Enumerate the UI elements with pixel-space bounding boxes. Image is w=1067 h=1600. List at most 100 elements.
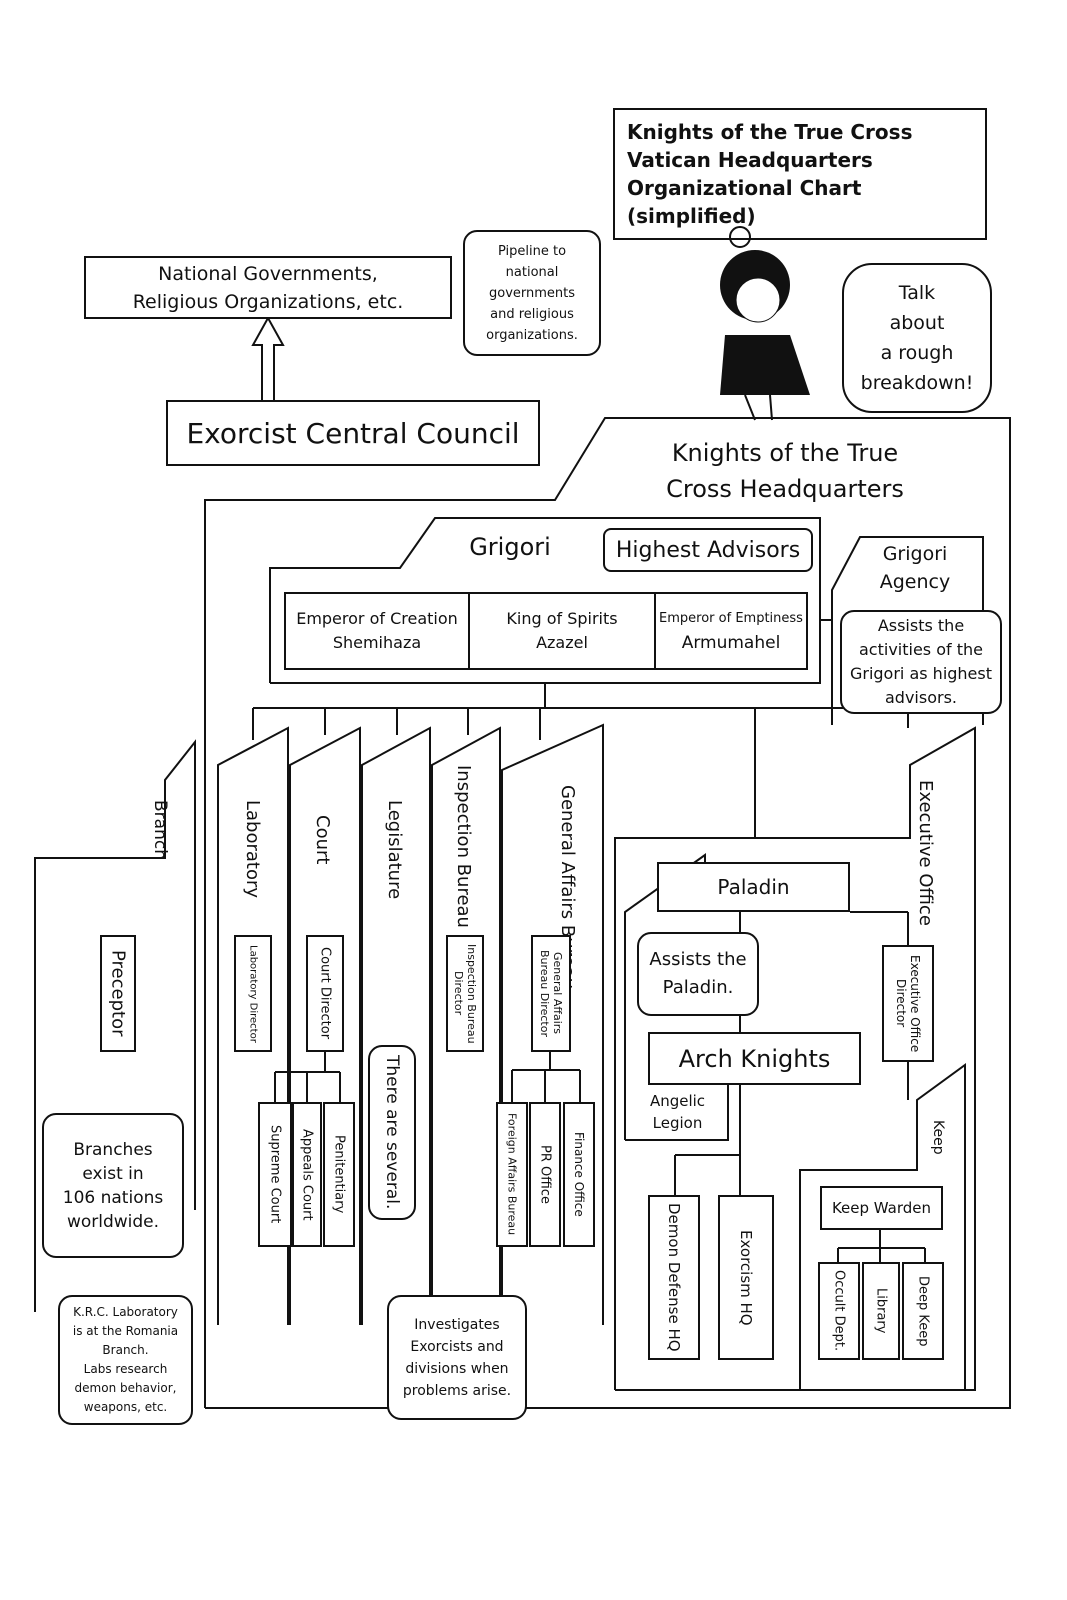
pr-office-box: PR Office [529, 1102, 561, 1247]
keep-label: Keep [930, 1120, 946, 1155]
director-label: Court Director [317, 947, 333, 1040]
central-council-label: Exorcist Central Council [186, 416, 520, 450]
sub-label: PR Office [537, 1145, 553, 1204]
supreme-court-box: Supreme Court [258, 1102, 292, 1247]
bubble-text: is at the Romania [72, 1324, 179, 1338]
hq-label-line: Knights of the True [671, 439, 899, 467]
bubble-text: Branches [73, 1139, 153, 1160]
sub-label: Appeals Court [299, 1128, 315, 1221]
grigori-agency-title: Grigori Agency [860, 540, 970, 596]
bubble-text: about [889, 312, 945, 334]
chart-title-box: Knights of the True Cross Vatican Headqu… [613, 108, 987, 240]
grigori-agency-bubble: Assists the activities of the Grigori as… [840, 610, 1002, 714]
bubble-text: breakdown! [860, 372, 974, 394]
hq-label: Knights of the True Cross Headquarters [650, 435, 920, 507]
bubble-text: organizations. [486, 327, 578, 343]
branch-bubble: Branches exist in 106 nations worldwide. [42, 1113, 184, 1258]
keep-warden-label: Keep Warden [831, 1199, 932, 1217]
chart-title-line: Organizational Chart (simplified) [627, 176, 862, 228]
agency-title-line: Grigori [882, 543, 948, 565]
mephisto-character-illustration [710, 225, 820, 425]
executive-office-director-box: Executive Office Director [882, 945, 934, 1062]
chart-title-line: Vatican Headquarters [627, 148, 873, 172]
executive-office-label: Executive Office [915, 780, 936, 926]
demon-defense-hq-box: Demon Defense HQ [648, 1195, 700, 1360]
highest-advisors-tag: Highest Advisors [603, 528, 813, 572]
bubble-text: Labs research [83, 1362, 168, 1376]
national-governments-label: National Governments, [158, 262, 378, 285]
director-label: Executive Office Director [894, 954, 922, 1053]
member-name: Armumahel [681, 633, 781, 653]
national-governments-box: National Governments, Religious Organiza… [84, 256, 452, 319]
preceptor-label: Preceptor [107, 950, 129, 1037]
paladin-box: Paladin [657, 862, 850, 912]
exorcism-hq-box: Exorcism HQ [718, 1195, 774, 1360]
penitentiary-box: Penitentiary [323, 1102, 355, 1247]
bubble-text: There are several. [382, 1055, 402, 1210]
occult-dept-box: Occult Dept. [818, 1262, 860, 1360]
sub-label: Supreme Court [267, 1125, 283, 1224]
member-name: Shemihaza [332, 633, 422, 652]
arch-knights-label: Arch Knights [678, 1044, 831, 1073]
grigori-member-shemihaza: Emperor of Creation Shemihaza [284, 592, 470, 670]
laboratory-note-bubble: K.R.C. Laboratory is at the Romania Bran… [58, 1295, 193, 1425]
sub-label: Foreign Affairs Bureau [505, 1113, 519, 1236]
angelic-legion-line: Angelic [649, 1092, 706, 1110]
grigori-member-armumahel: Emperor of Emptiness Armumahel [654, 592, 808, 670]
bubble-text: advisors. [885, 688, 957, 707]
inspection-note-bubble: Investigates Exorcists and divisions whe… [387, 1295, 527, 1420]
arch-knights-box: Arch Knights [648, 1032, 861, 1085]
angelic-legion-line: Legion [652, 1114, 703, 1132]
deep-keep-box: Deep Keep [902, 1262, 944, 1360]
hq-label-line: Cross Headquarters [666, 475, 904, 503]
sub-label: Occult Dept. [831, 1270, 847, 1352]
branch-label: Branch [150, 800, 170, 860]
bubble-text: exist in [82, 1163, 144, 1184]
laboratory-label: Laboratory [242, 800, 263, 899]
paladin-label: Paladin [717, 875, 790, 899]
general-affairs-director-box: General Affairs Bureau Director [531, 935, 571, 1052]
finance-office-box: Finance Office [563, 1102, 595, 1247]
director-label: General Affairs Bureau Director [538, 950, 564, 1037]
director-label: Inspection Bureau Director [452, 943, 478, 1044]
bubble-text: governments [488, 285, 576, 301]
bubble-text: Assists the [877, 616, 965, 635]
court-director-box: Court Director [306, 935, 344, 1052]
highest-advisors-label: Highest Advisors [615, 537, 801, 563]
bubble-text: a rough [880, 342, 954, 364]
appeals-court-box: Appeals Court [292, 1102, 322, 1247]
sub-label: Demon Defense HQ [665, 1203, 683, 1352]
member-title: King of Spirits [506, 609, 618, 628]
keep-warden-box: Keep Warden [820, 1186, 943, 1230]
preceptor-box: Preceptor [100, 935, 136, 1052]
grigori-member-azazel: King of Spirits Azazel [468, 592, 656, 670]
bubble-text: Exorcists and [410, 1338, 504, 1355]
bubble-text: demon behavior, [74, 1381, 177, 1395]
library-box: Library [862, 1262, 900, 1360]
member-title: Emperor of Emptiness [659, 611, 803, 626]
inspection-bureau-label: Inspection Bureau [453, 765, 474, 928]
sub-label: Penitentiary [331, 1135, 347, 1214]
bubble-text: divisions when [405, 1360, 509, 1377]
exorcist-central-council-box: Exorcist Central Council [166, 400, 540, 466]
foreign-affairs-bureau-box: Foreign Affairs Bureau [496, 1102, 528, 1247]
bubble-text: activities of the [859, 640, 983, 659]
bubble-text: Assists the [649, 949, 747, 970]
sub-label: Deep Keep [915, 1275, 931, 1347]
bubble-text: Pipeline to [497, 243, 567, 259]
bubble-text: Paladin. [662, 977, 734, 998]
legislature-bubble: There are several. [368, 1045, 416, 1220]
bubble-text: problems arise. [402, 1382, 512, 1399]
bubble-text: Talk [898, 282, 936, 304]
bubble-text: worldwide. [66, 1211, 160, 1232]
member-title: Emperor of Creation [296, 609, 458, 628]
angelic-legion-label: Angelic Legion [640, 1090, 715, 1134]
grigori-title: Grigori [469, 533, 551, 561]
pipeline-speech-bubble: Pipeline to national governments and rel… [463, 230, 601, 356]
bubble-text: weapons, etc. [83, 1400, 168, 1414]
bubble-text: national [505, 264, 559, 280]
paladin-bubble: Assists the Paladin. [637, 932, 759, 1016]
sub-label: Finance Office [572, 1132, 586, 1217]
laboratory-director-box: Laboratory Director [234, 935, 272, 1052]
